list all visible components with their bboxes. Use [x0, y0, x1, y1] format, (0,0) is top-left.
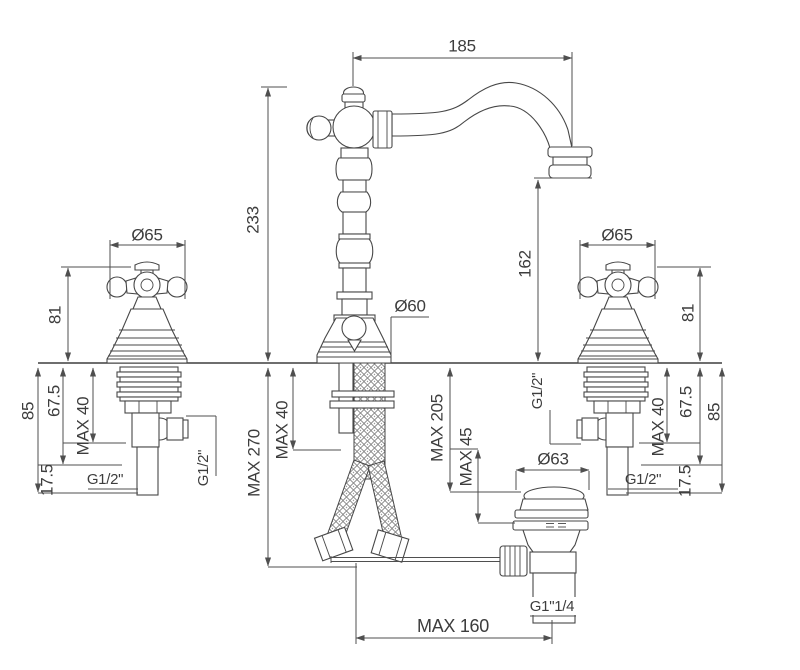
dim-right-handle-diameter: Ø65	[601, 225, 632, 244]
dim-left-handle-height: 81	[45, 306, 64, 324]
dim-right-under-outlet: 67.5	[676, 386, 695, 418]
dim-waste-adjust-max: MAX 45	[456, 428, 475, 487]
pop-up-rod-knob	[499, 545, 528, 577]
supply-hoses	[313, 362, 410, 563]
right-cross-handle	[577, 261, 659, 364]
dim-left-side-thread: G1/2"	[195, 450, 212, 486]
dimension-labels: 185 233 162 Ø65 Ø65 81 81 Ø60 85 67.5 MA…	[18, 36, 723, 635]
dim-left-deck-max: MAX 40	[73, 397, 92, 456]
dim-total-height: 233	[243, 206, 262, 233]
dim-spout-reach: 185	[448, 36, 475, 55]
dim-right-deck-max: MAX 40	[648, 398, 667, 457]
dim-spout-height: 162	[515, 250, 534, 277]
dimension-lines	[34, 54, 726, 642]
extension-lines	[38, 52, 722, 644]
dim-right-handle-height: 81	[678, 304, 697, 322]
dim-right-tail: 17.5	[675, 465, 694, 497]
center-spout-body	[306, 81, 593, 364]
dim-left-under-total: 85	[18, 402, 37, 420]
dim-waste-offset-max: MAX 160	[417, 616, 489, 636]
hose-nut-left	[313, 526, 354, 562]
pop-up-rod	[330, 556, 501, 563]
spout	[391, 81, 573, 149]
waste-thread-label-bg	[528, 597, 576, 615]
dim-right-under-total: 85	[704, 403, 723, 421]
dim-waste-diameter: Ø63	[537, 449, 568, 468]
dim-waste-thread: G1"1/4	[530, 598, 574, 615]
dim-left-bottom-thread: G1/2"	[87, 471, 123, 488]
dim-right-side-thread: G1/2"	[529, 373, 546, 409]
dim-left-handle-diameter: Ø65	[131, 225, 162, 244]
dim-base-diameter: Ø60	[394, 296, 425, 315]
left-valve-body	[116, 366, 189, 496]
dim-center-deck-max: MAX 40	[272, 401, 291, 460]
left-cross-handle	[106, 261, 188, 364]
dim-right-bottom-thread: G1/2"	[625, 471, 661, 488]
dim-waste-height-max: MAX 205	[427, 394, 446, 462]
dim-left-tail: 17.5	[37, 464, 56, 496]
spout-outlet	[548, 164, 592, 179]
dim-hoses-max: MAX 270	[244, 429, 263, 497]
dim-left-under-outlet: 67.5	[44, 385, 63, 417]
hose-nut-right	[370, 529, 410, 563]
